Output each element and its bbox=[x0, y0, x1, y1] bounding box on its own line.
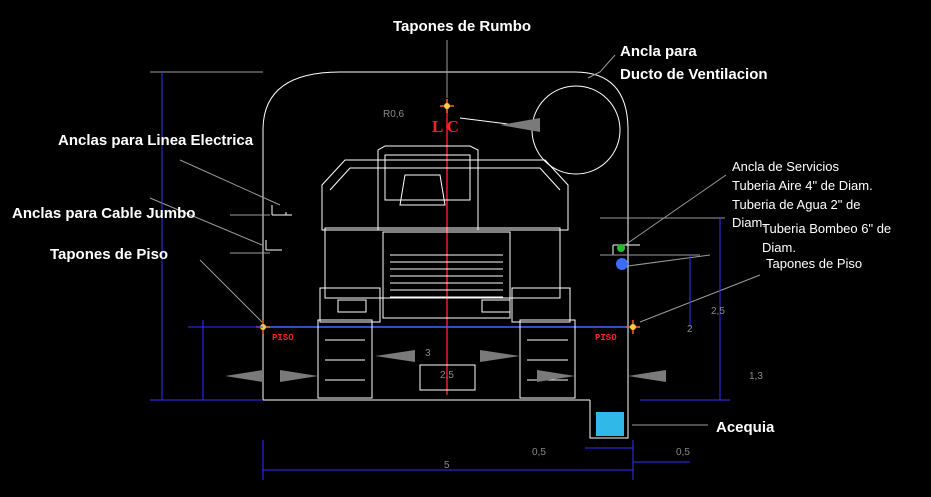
label-tapones-piso-left: Tapones de Piso bbox=[50, 246, 168, 263]
dim-1-3: 1,3 bbox=[749, 371, 763, 382]
label-tuberia-aire: Tuberia Aire 4" de Diam. bbox=[732, 178, 873, 193]
label-piso-left: PISO bbox=[272, 333, 294, 343]
label-ancla-para: Ancla para bbox=[620, 43, 697, 60]
dimension-lines bbox=[150, 72, 730, 480]
dim-2: 2 bbox=[687, 324, 693, 335]
dim-0-5-right: 0,5 bbox=[676, 447, 690, 458]
anchor-jumbo-cable bbox=[265, 240, 282, 251]
truck-front-view bbox=[317, 145, 576, 399]
dim-5: 5 bbox=[444, 460, 450, 471]
dim-radius: R0,6 bbox=[383, 109, 405, 120]
clearance-arrows bbox=[225, 118, 666, 382]
label-center-line: L C bbox=[432, 117, 459, 136]
label-tuberia-agua-2: Diam. bbox=[732, 215, 766, 230]
label-tuberia-bombeo-2: Diam. bbox=[762, 240, 796, 255]
service-anchor bbox=[612, 244, 640, 270]
label-tapones-piso-right: Tapones de Piso bbox=[766, 256, 862, 271]
label-tuberia-bombeo-1: Tuberia Bombeo 6" de bbox=[762, 221, 891, 236]
label-tapones-rumbo: Tapones de Rumbo bbox=[393, 18, 531, 35]
dim-0-5-left: 0,5 bbox=[532, 447, 546, 458]
leader-lines bbox=[149, 40, 761, 426]
label-anclas-cable-jumbo: Anclas para Cable Jumbo bbox=[12, 205, 195, 222]
center-plug-marker bbox=[440, 99, 454, 113]
label-anclas-linea-electrica: Anclas para Linea Electrica bbox=[58, 132, 254, 149]
anchor-power-line bbox=[271, 205, 292, 216]
label-tuberia-agua-1: Tuberia de Agua 2" de bbox=[732, 197, 860, 212]
floor-plug-right bbox=[626, 320, 640, 334]
dim-3: 3 bbox=[425, 348, 431, 359]
drainage-ditch bbox=[589, 400, 629, 439]
dim-2-5-right: 2,5 bbox=[711, 306, 725, 317]
label-ducto-ventilacion: Ducto de Ventilacion bbox=[620, 66, 768, 83]
label-acequia: Acequia bbox=[716, 419, 775, 436]
label-ancla-servicios: Ancla de Servicios bbox=[732, 159, 839, 174]
label-piso-right: PISO bbox=[595, 333, 617, 343]
dim-2-5-mid: 2,5 bbox=[440, 370, 454, 381]
tunnel-outline bbox=[150, 71, 629, 401]
